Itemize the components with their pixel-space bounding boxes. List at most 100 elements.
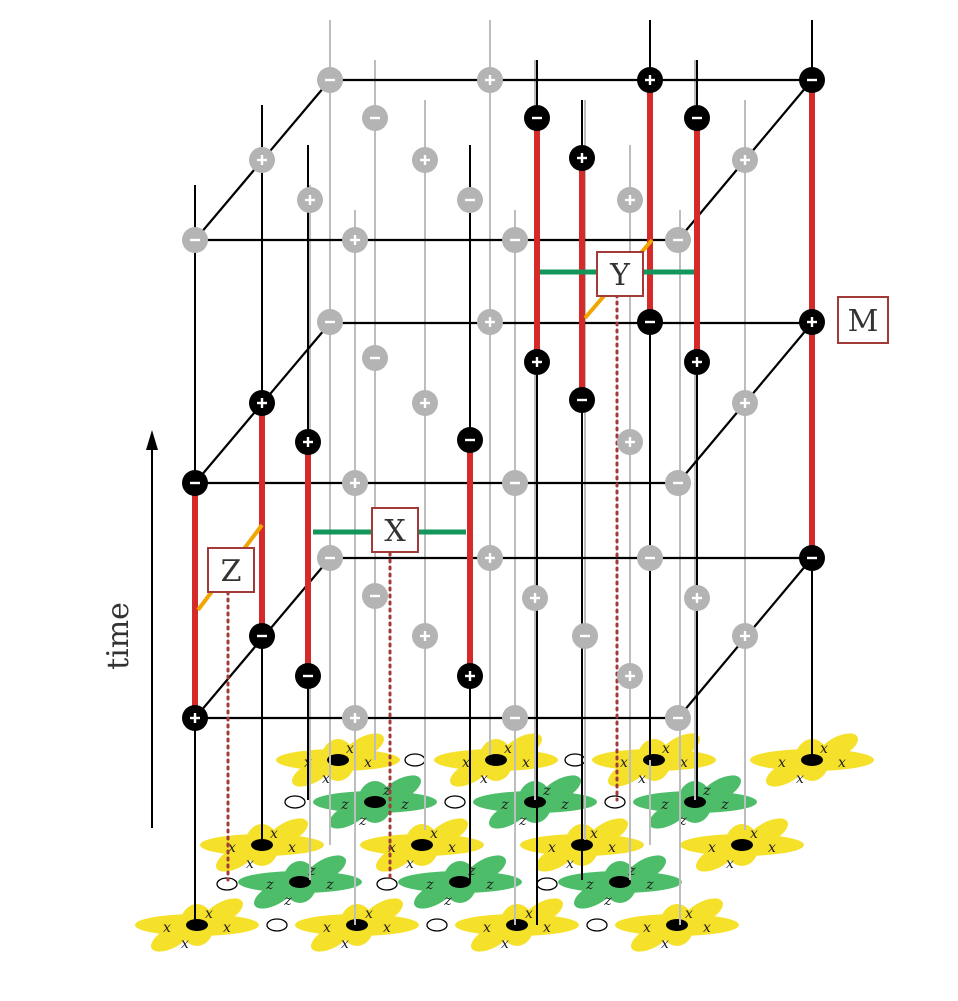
minus-syndrome-node [684, 105, 710, 131]
z-operator-label: z [585, 877, 594, 893]
minus-syndrome-node [295, 663, 321, 689]
minus-syndrome-node [665, 470, 691, 496]
x-operator-label: x [322, 771, 330, 787]
minus-syndrome-node [182, 470, 208, 496]
minus-syndrome-node [502, 705, 528, 731]
x-operator-label: x [205, 906, 213, 922]
minus-syndrome-node [572, 623, 598, 649]
z-operator-label: z [542, 783, 551, 799]
plaquette-lobe [376, 844, 416, 872]
label-y-text: Y [609, 258, 631, 293]
label-z-box [207, 547, 255, 593]
data-qubit [604, 795, 626, 809]
plaquette-lobe [203, 898, 243, 926]
syndrome-nodes [182, 67, 825, 731]
plus-syndrome-node [477, 545, 503, 571]
dotted-projections [226, 293, 619, 882]
plus-syndrome-node [249, 390, 275, 416]
plus-syndrome-node [342, 470, 368, 496]
x-operator-label: x [341, 936, 349, 952]
x-operator-label: x [223, 920, 231, 936]
x-operator-label: x [406, 856, 414, 872]
plus-syndrome-node [295, 429, 321, 455]
minus-syndrome-node [317, 67, 343, 93]
z-operator-label: z [358, 813, 367, 829]
x-operator-label: x [608, 840, 616, 856]
z-operator-label: z [660, 797, 669, 813]
ancilla-qubit [449, 876, 471, 888]
data-qubit [284, 795, 306, 809]
ancilla-qubit [289, 876, 311, 888]
x-operator-label: x [796, 771, 804, 787]
z-operator-label: z [283, 893, 292, 909]
label-m-box [837, 296, 889, 344]
ancilla-qubit [364, 796, 386, 808]
z-operator-label: z [603, 893, 612, 909]
x-operator-label: x [504, 741, 512, 757]
x-operator-label: x [246, 856, 254, 872]
data-qubit [376, 877, 398, 891]
z-operator-label: z [400, 797, 409, 813]
x-operator-label: x [820, 741, 828, 757]
x-operator-label: x [501, 936, 509, 952]
x-operator-label: x [750, 826, 758, 842]
ancilla-qubit [609, 876, 631, 888]
x-operator-label: x [566, 856, 574, 872]
time-label: time [101, 602, 136, 670]
ancilla-qubit [327, 754, 349, 766]
ancilla-qubit [346, 919, 368, 931]
x-operator-label: x [346, 741, 354, 757]
label-x-box [371, 507, 419, 553]
plaquette-lobe [329, 801, 369, 829]
plus-syndrome-node [182, 705, 208, 731]
plus-syndrome-node [297, 187, 323, 213]
error-chains [192, 80, 815, 718]
label-z-text: Z [221, 554, 242, 589]
ancilla-qubit [731, 839, 753, 851]
plus-syndrome-node [477, 67, 503, 93]
x-operator-label: x [364, 755, 372, 771]
x-operator-label: x [448, 840, 456, 856]
x-operator-label: x [726, 856, 734, 872]
x-operator-label: x [383, 920, 391, 936]
ancilla-qubit [524, 796, 546, 808]
x-operator-label: x [543, 920, 551, 936]
z-operator-label: z [678, 813, 687, 829]
x-operator-label: x [388, 840, 396, 856]
plaquette-lobe [466, 855, 506, 883]
plaquette-lobe [541, 775, 581, 803]
x-operator-label: x [620, 755, 628, 771]
plus-syndrome-node [732, 623, 758, 649]
plus-syndrome-node [522, 585, 548, 611]
x-operator-label: x [703, 920, 711, 936]
plaquette-lobe [414, 881, 454, 909]
ancilla-qubit [506, 919, 528, 931]
minus-syndrome-node [665, 705, 691, 731]
minus-syndrome-node [502, 470, 528, 496]
z-operator-label: z [325, 877, 334, 893]
plus-syndrome-node [732, 390, 758, 416]
plaquette-lobe [701, 775, 741, 803]
plaquette-lobe [574, 881, 614, 909]
plaquette-lobe [471, 924, 511, 952]
minus-syndrome-node [799, 67, 825, 93]
ancilla-qubit [643, 754, 665, 766]
z-operator-label: z [382, 783, 391, 799]
x-operator-label: x [680, 755, 688, 771]
minus-syndrome-node [637, 545, 663, 571]
z-operator-label: z [485, 877, 494, 893]
x-operator-label: x [590, 826, 598, 842]
plus-syndrome-node [684, 349, 710, 375]
label-x: X [371, 507, 419, 553]
ancilla-qubit [485, 754, 507, 766]
x-operator-label: x [270, 826, 278, 842]
x-stabilizer-plaquette [135, 898, 259, 952]
x-operator-label: x [462, 755, 470, 771]
minus-syndrome-node [457, 427, 483, 453]
z-operator-label: z [340, 797, 349, 813]
plaquette-lobe [311, 924, 351, 952]
x-operator-label: x [838, 755, 846, 771]
